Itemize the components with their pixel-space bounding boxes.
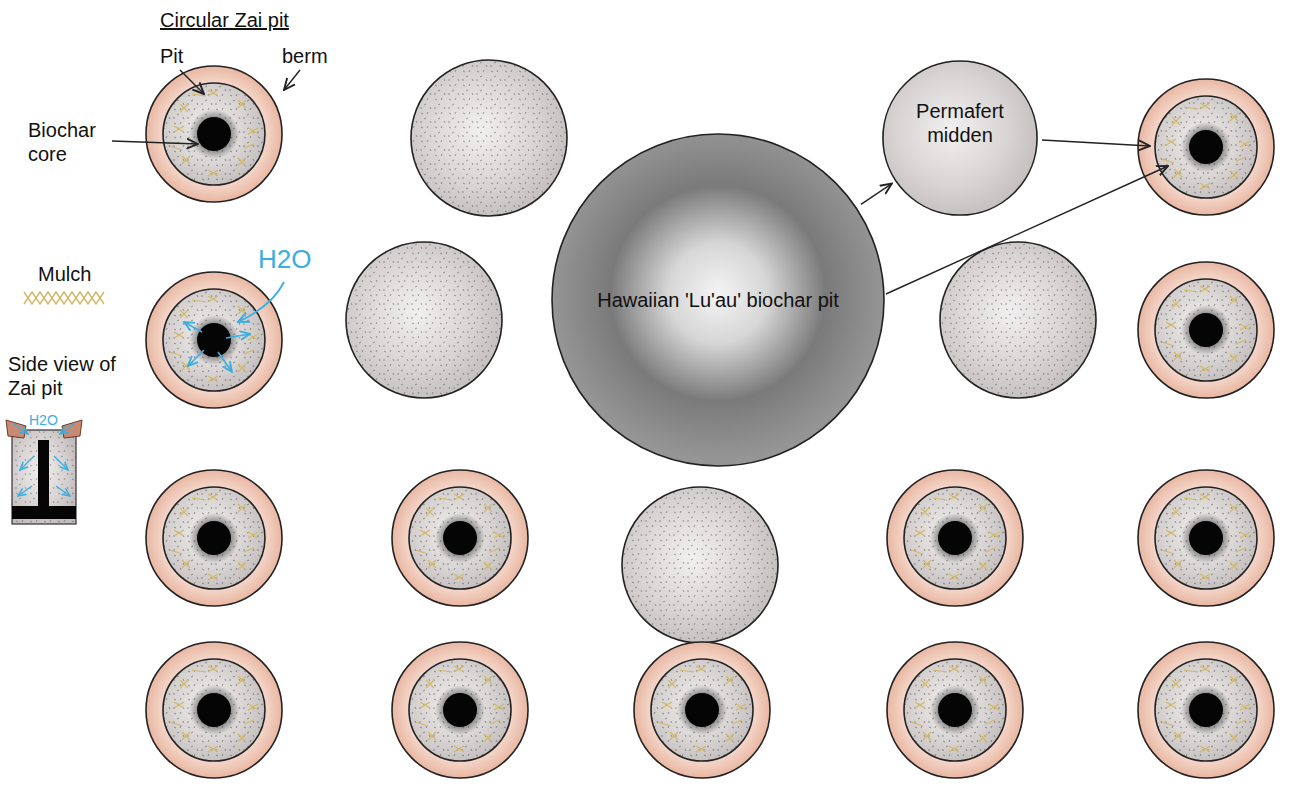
zai-pit [634, 642, 770, 778]
zai-pit [887, 642, 1023, 778]
leader-line [112, 141, 198, 144]
side-view [6, 420, 82, 524]
leader-line [284, 70, 300, 90]
zai-pit [1138, 262, 1274, 398]
pit-circle: Hawaiian 'Lu'au' biochar pit [550, 132, 886, 468]
part-label: Side view of Zai pit [8, 352, 133, 400]
zai-pit [1138, 642, 1274, 778]
part-label: H2O [29, 412, 58, 429]
flow-arrow [861, 184, 892, 205]
leader-line [180, 70, 204, 94]
diagram-heading: Circular Zai pit [160, 8, 289, 32]
part-label: berm [282, 44, 328, 68]
node-label: Hawaiian 'Lu'au' biochar pit [597, 288, 839, 312]
grey-pit [346, 242, 502, 398]
circle-shape [552, 134, 884, 466]
part-label: Mulch [38, 262, 91, 286]
zai-pit [1138, 79, 1274, 215]
zai-pit [146, 66, 282, 202]
water-arrows [184, 322, 250, 372]
zai-pit [146, 642, 282, 778]
zai-pit [146, 272, 282, 408]
circle-shape [883, 61, 1037, 215]
part-label: H2O [258, 244, 311, 275]
pit-circle: Permafert midden [882, 60, 1038, 216]
zai-pit [887, 470, 1023, 606]
zai-pit [146, 470, 282, 606]
grey-pit [940, 242, 1096, 398]
mulch-sample [24, 292, 104, 304]
zai-pit [392, 642, 528, 778]
flow-arrow [1042, 140, 1150, 146]
node-label: Permafert midden [910, 99, 1010, 147]
part-label: Biochar core [28, 118, 110, 166]
zai-pit [392, 470, 528, 606]
part-label: Pit [160, 44, 183, 68]
zai-pit [1138, 470, 1274, 606]
grey-pit [411, 60, 567, 216]
grey-pit [622, 487, 778, 643]
water-leader [238, 282, 284, 322]
